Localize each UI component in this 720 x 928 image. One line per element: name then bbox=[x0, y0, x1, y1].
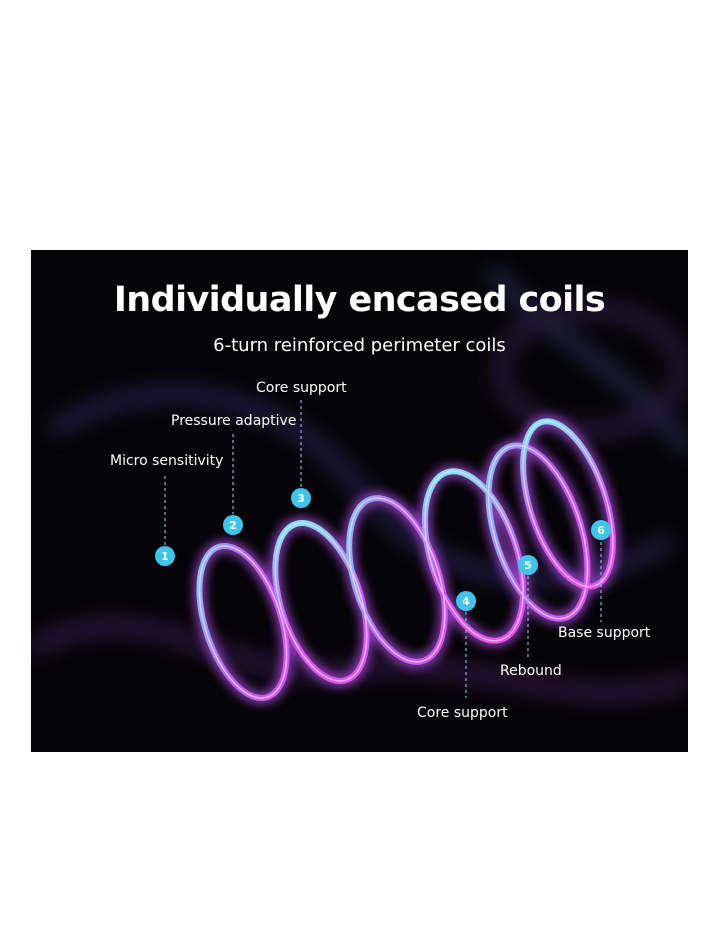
marker-4: 4 bbox=[456, 591, 476, 611]
marker-6: 6 bbox=[591, 520, 611, 540]
marker-number: 2 bbox=[229, 519, 237, 532]
marker-1: 1 bbox=[155, 546, 175, 566]
label-rebound: Rebound bbox=[500, 663, 562, 679]
label-base-support: Base support bbox=[558, 625, 651, 641]
marker-5: 5 bbox=[518, 555, 538, 575]
diagram-title: Individually encased coils bbox=[113, 280, 606, 320]
label-core-support-upper: Core support bbox=[256, 380, 347, 396]
marker-number: 4 bbox=[462, 595, 470, 608]
marker-number: 3 bbox=[297, 492, 305, 505]
marker-number: 5 bbox=[524, 559, 532, 572]
diagram-subtitle: 6-turn reinforced perimeter coils bbox=[213, 335, 506, 356]
leader-lines bbox=[164, 400, 602, 698]
marker-number: 1 bbox=[161, 550, 169, 563]
marker-number: 6 bbox=[597, 524, 605, 537]
label-micro-sensitivity: Micro sensitivity bbox=[110, 453, 224, 469]
label-core-support-lower: Core support bbox=[417, 705, 508, 721]
spring-coil-illustration: 1 2 3 4 5 6 bbox=[31, 264, 688, 705]
background-swirls bbox=[31, 264, 688, 701]
product-feature-panel: 1 2 3 4 5 6 Individually encased coils 6… bbox=[31, 250, 688, 752]
label-pressure-adaptive: Pressure adaptive bbox=[171, 413, 297, 429]
marker-2: 2 bbox=[223, 515, 243, 535]
marker-3: 3 bbox=[291, 488, 311, 508]
